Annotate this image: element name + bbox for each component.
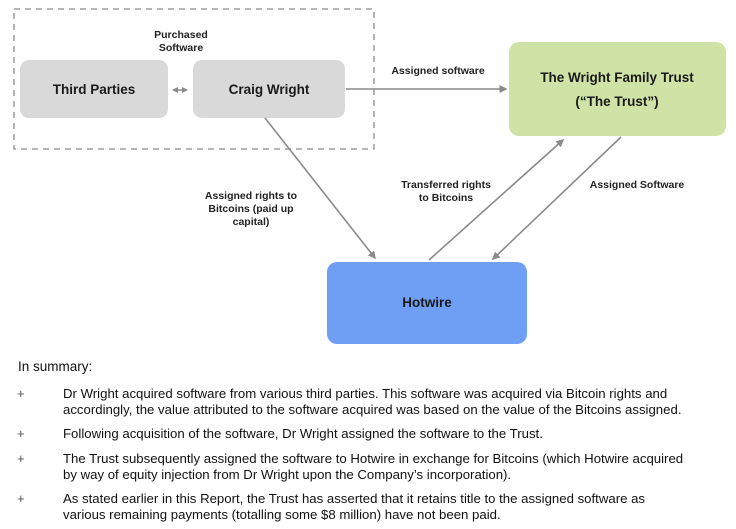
craig-wright-node: [193, 60, 345, 118]
third-parties-node: [20, 60, 168, 118]
arrow-trust-to-hotwire: [491, 136, 622, 261]
bullet-line: As stated earlier in this Report, the Tr…: [63, 491, 646, 506]
trust-label-line1: The Wright Family Trust: [540, 70, 694, 85]
third-parties-label: Third Parties: [53, 82, 136, 97]
edge-label-assigned-rights-line1: Assigned rights to: [205, 190, 297, 202]
edge-label-assigned-rights-line3: capital): [233, 216, 270, 228]
summary-title: In summary:: [18, 359, 93, 374]
ownership-flow-diagram: Third Parties Craig Wright The Wright Fa…: [13, 8, 726, 344]
edge-label-transferred-rights-line1: Transferred rights: [401, 179, 491, 191]
edge-label-transferred-rights-line2: to Bitcoins: [419, 192, 473, 204]
group-boundary: [13, 8, 375, 150]
trust-label-line2: (“The Trust”): [575, 94, 658, 109]
bullet-text: Dr Wright acquired software from various…: [63, 386, 713, 418]
arrow-hotwire-to-trust: [428, 138, 565, 261]
bullet-plus-icon: +: [17, 386, 25, 401]
craig-wright-label: Craig Wright: [229, 82, 310, 97]
bullet-text: The Trust subsequently assigned the soft…: [63, 451, 713, 483]
edge-label-assigned-rights-line2: Bitcoins (paid up: [208, 203, 293, 215]
bullet-line: various remaining payments (totalling so…: [63, 507, 501, 522]
edge-label-assigned-software: Assigned software: [391, 65, 485, 77]
trust-node: [509, 42, 726, 136]
bullet-plus-icon: +: [17, 451, 25, 466]
arrow-craig-wright-to-hotwire: [264, 117, 376, 260]
bullet-line: Dr Wright acquired software from various…: [63, 386, 668, 401]
bullet-line: by way of equity injection from Dr Wrigh…: [63, 467, 512, 482]
bullet-text: As stated earlier in this Report, the Tr…: [63, 491, 713, 523]
hotwire-label: Hotwire: [402, 295, 452, 310]
hotwire-node: [327, 262, 527, 344]
bullet-plus-icon: +: [17, 426, 25, 441]
edge-label-assigned-software-right: Assigned Software: [590, 179, 685, 191]
edge-label-purchased-line1: Purchased: [154, 29, 208, 41]
bullet-plus-icon: +: [17, 491, 25, 506]
bullet-text: Following acquisition of the software, D…: [63, 426, 713, 442]
bullet-line: Following acquisition of the software, D…: [63, 426, 543, 441]
bullet-line: The Trust subsequently assigned the soft…: [63, 451, 684, 466]
edge-label-purchased-line2: Software: [159, 42, 204, 54]
bullet-line: accordingly, the value attributed to the…: [63, 402, 682, 417]
